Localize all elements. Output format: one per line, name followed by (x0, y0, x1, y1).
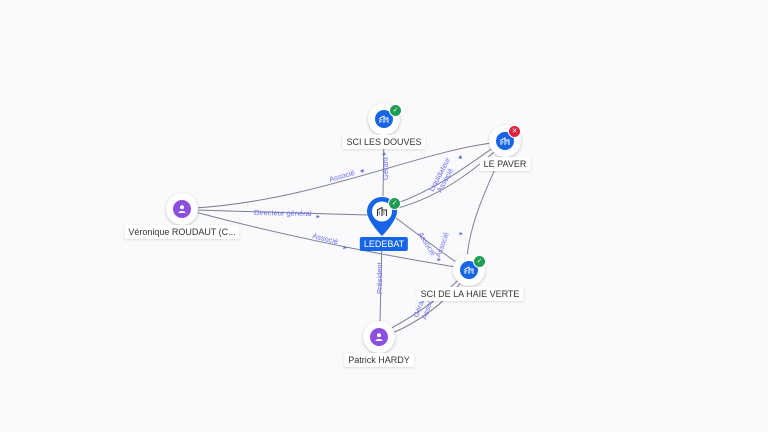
node-label-ledebat[interactable]: LEDEBAT (359, 237, 409, 251)
edge-label-directeur-general: Directeur général (254, 208, 312, 218)
node-label-sci-haie-verte[interactable]: SCI DE LA HAIE VERTE (416, 287, 524, 301)
node-le-paver[interactable]: ✕ (489, 125, 521, 157)
edge-gerant-haie-verte[interactable] (387, 274, 464, 331)
cross-icon: ✕ (508, 125, 521, 138)
node-label-patrick-hardy[interactable]: Patrick HARDY (344, 353, 414, 367)
edge-associe-patrick-haie-verte[interactable] (389, 277, 466, 335)
node-label-veronique-roudaut[interactable]: Véronique ROUDAUT (C... (124, 225, 240, 239)
edge-label-gerant-douves: Gérant (381, 156, 390, 180)
person-icon (173, 200, 191, 218)
node-sci-les-douves[interactable]: ✓ (368, 103, 402, 135)
edge-label-associe-haie-verte-le-paver: Associé (433, 231, 450, 259)
node-patrick-hardy[interactable] (363, 321, 395, 353)
node-veronique-roudaut[interactable] (166, 193, 198, 225)
node-label-sci-les-douves[interactable]: SCI LES DOUVES (342, 135, 426, 149)
node-sci-haie-verte[interactable]: ✓ (453, 254, 486, 286)
check-icon: ✓ (389, 104, 402, 117)
building-icon (375, 110, 393, 128)
edge-president[interactable] (379, 239, 383, 323)
person-icon (370, 328, 388, 346)
check-icon: ✓ (473, 255, 486, 268)
edge-label-associe-haie-verte: Associé (312, 231, 340, 246)
node-label-le-paver[interactable]: LE PAVER (479, 157, 531, 171)
edge-associe-le-paver[interactable] (194, 141, 501, 209)
edge-directeur-general[interactable] (194, 209, 369, 216)
edge-arrows (316, 152, 463, 261)
check-icon: ✓ (388, 197, 401, 210)
edge-label-president: Président (375, 261, 384, 294)
